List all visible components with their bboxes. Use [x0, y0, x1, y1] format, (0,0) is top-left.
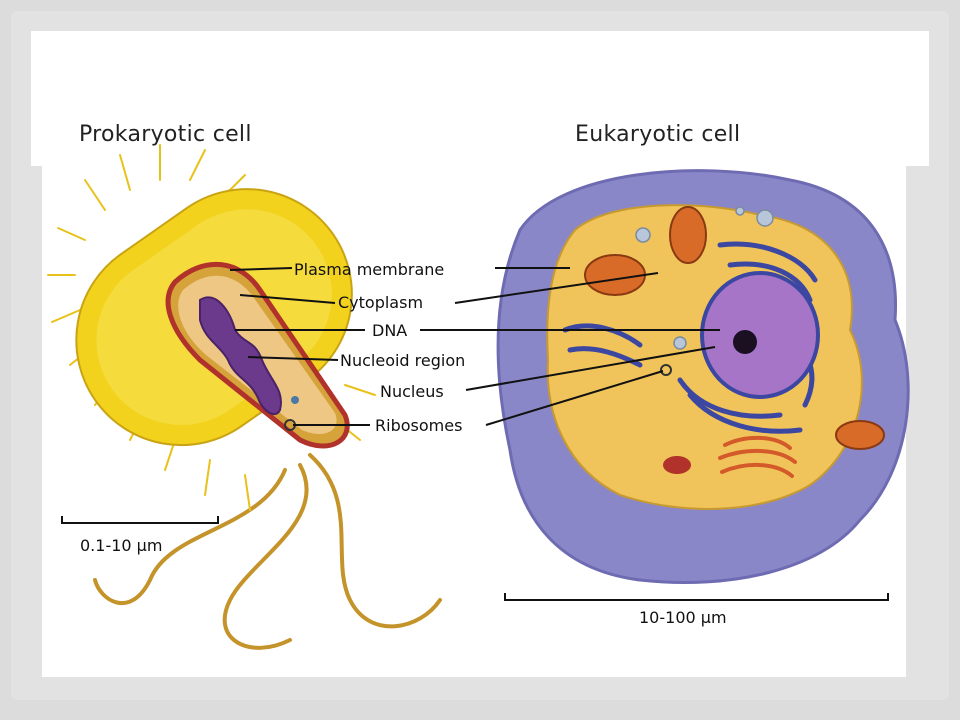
label-plasma-membrane: Plasma membrane [294, 260, 444, 279]
label-ribosomes: Ribosomes [375, 416, 462, 435]
endoplasmic-reticulum [562, 241, 818, 434]
prokaryotic-cell [47, 144, 442, 650]
prokaryotic-cell-heading: Prokaryotic cell [79, 122, 252, 147]
bacterium-cutaway [165, 261, 350, 449]
eukaryote-scale-bar [504, 593, 889, 601]
mitochondria [584, 206, 885, 474]
vesicles [635, 206, 774, 350]
eukaryote-scale-label: 10-100 µm [639, 608, 727, 627]
eukaryotic-cell [496, 169, 910, 584]
ribosome-icon [291, 396, 299, 404]
prokaryote-scale-label: 0.1-10 µm [80, 536, 162, 555]
slide-title-area [31, 31, 929, 166]
eukaryotic-cell-heading: Eukaryotic cell [575, 122, 741, 147]
nucleus [700, 271, 820, 399]
label-cytoplasm: Cytoplasm [338, 293, 423, 312]
golgi-apparatus [718, 435, 797, 478]
flagella [93, 453, 442, 650]
label-dna: DNA [372, 321, 407, 340]
leader-lines [229, 267, 720, 426]
nucleolus [733, 330, 757, 354]
label-nucleoid-region: Nucleoid region [340, 351, 465, 370]
prokaryote-scale-bar [61, 516, 219, 524]
ribosome-icon [660, 364, 672, 376]
label-nucleus: Nucleus [380, 382, 444, 401]
